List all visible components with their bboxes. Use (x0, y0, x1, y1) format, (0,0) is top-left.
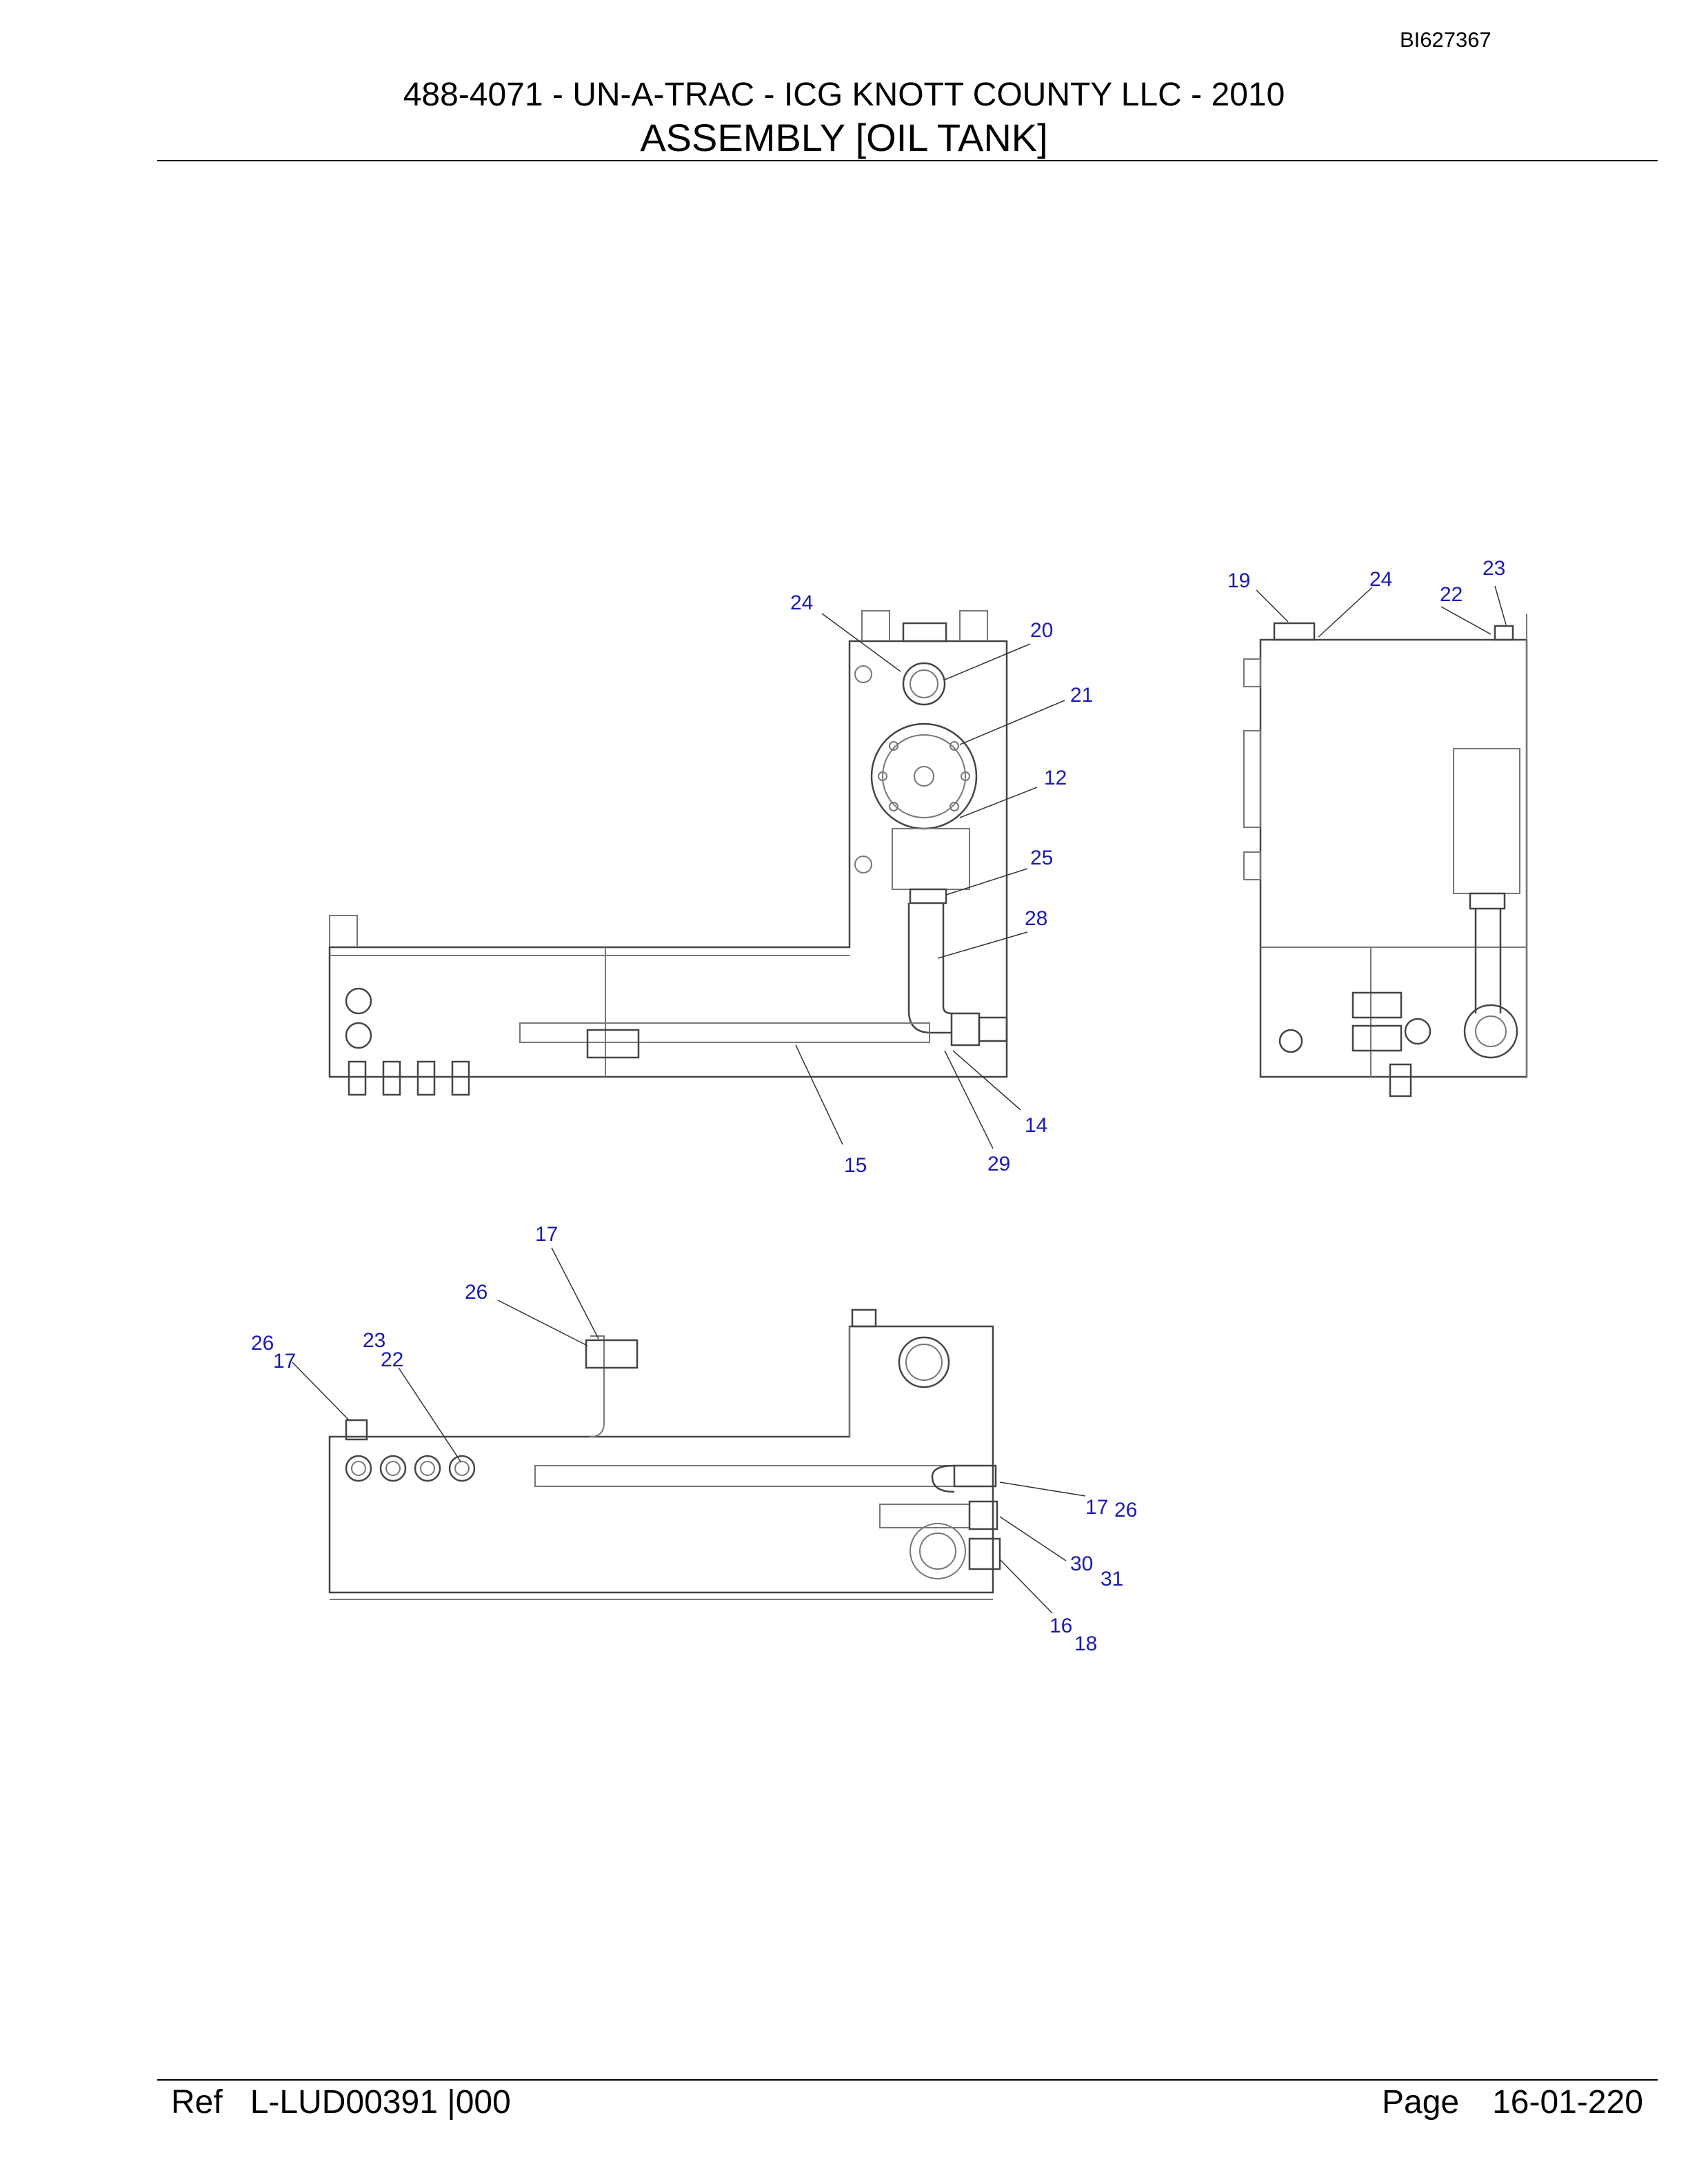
callout-label: 31 (1101, 1568, 1123, 1590)
page-subtitle: ASSEMBLY [OIL TANK] (640, 116, 1048, 159)
callout-label: 22 (381, 1348, 403, 1371)
callout-label: 26 (465, 1281, 488, 1304)
callout-label: 16 (1049, 1615, 1072, 1637)
footer-rule (157, 2079, 1658, 2081)
callout-label: 22 (1440, 583, 1463, 606)
header-rule (157, 160, 1658, 161)
footer-page-number: Page 16-01-220 (1382, 2082, 1643, 2123)
callout-label: 25 (1030, 847, 1053, 869)
page-title: 488-4071 - UN-A-TRAC - ICG KNOTT COUNTY … (403, 77, 1285, 113)
callout-label: 21 (1070, 684, 1093, 707)
callout-label: 29 (987, 1153, 1010, 1175)
callout-label: 17 (535, 1223, 558, 1246)
callout-label: 26 (1114, 1499, 1137, 1521)
callout-label: 17 (273, 1350, 296, 1373)
side-view: 19 24 23 22 (1227, 557, 1528, 1098)
document-id: BI627367 (1400, 28, 1491, 52)
callout-label: 24 (1369, 568, 1392, 591)
callout-label: 28 (1025, 907, 1047, 930)
callout-label: 26 (251, 1332, 274, 1355)
callout-label: 15 (844, 1154, 867, 1177)
callout-label: 12 (1044, 767, 1067, 789)
callout-label: 30 (1070, 1553, 1093, 1575)
callout-label: 14 (1025, 1114, 1047, 1137)
top-view: 17 26 26 17 23 22 17 26 30 31 16 18 (251, 1223, 1137, 1655)
callout-label: 20 (1030, 619, 1053, 642)
ref-value: L-LUD00391 |000 (250, 2084, 511, 2121)
page-value: 16-01-220 (1492, 2084, 1643, 2121)
callout-label: 18 (1074, 1632, 1097, 1655)
callout-label: 23 (1483, 557, 1505, 580)
front-view: 24 20 21 12 25 28 14 29 15 (328, 592, 1093, 1177)
page-label: Page (1382, 2084, 1460, 2121)
callout-label: 19 (1227, 569, 1250, 592)
callout-label: 23 (363, 1329, 385, 1352)
callout-label: 17 (1085, 1496, 1108, 1519)
callout-label: 24 (790, 592, 813, 614)
ref-label: Ref (171, 2084, 223, 2121)
footer-reference: Ref L-LUD00391 |000 (171, 2082, 511, 2123)
